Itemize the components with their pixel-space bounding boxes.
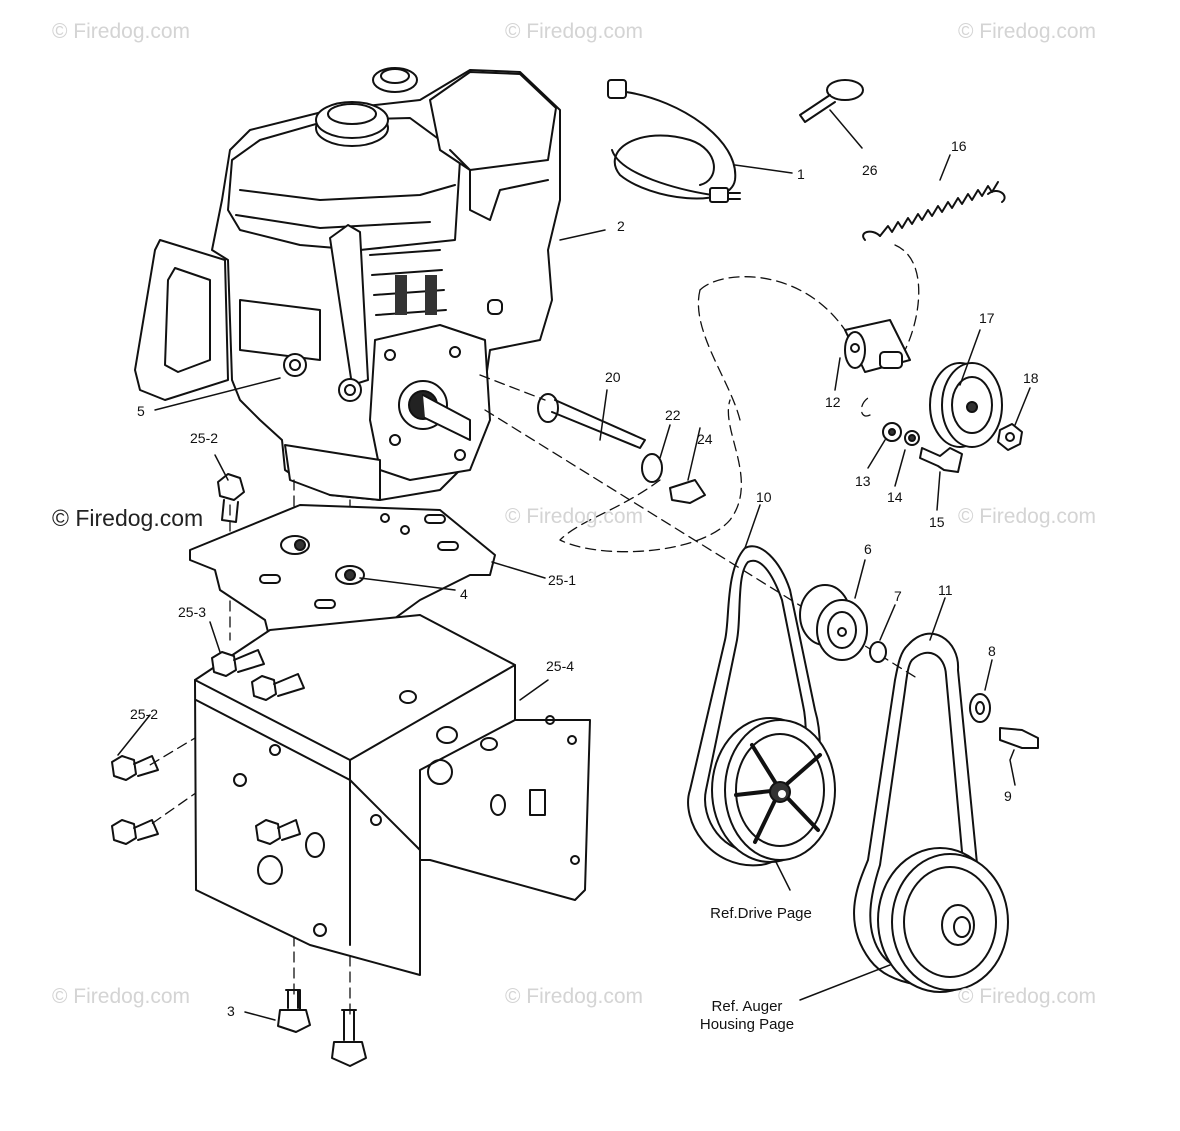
ref-auger-line2: Housing Page: [699, 1016, 795, 1033]
callout-6: 6: [864, 541, 872, 557]
bolts-25-2-lower: [111, 755, 301, 845]
callout-18: 18: [1023, 370, 1039, 386]
callout-11: 11: [938, 582, 953, 598]
callout-25-4: 25-4: [546, 658, 575, 674]
callout-4: 4: [460, 586, 468, 602]
watermark: © Firedog.com: [958, 505, 1097, 528]
engine: [211, 67, 561, 501]
extension-cord: [607, 79, 741, 203]
mounting-plate-25-1: [189, 504, 496, 641]
callout-17: 17: [979, 310, 995, 326]
callout-16: 16: [951, 138, 967, 154]
ref-auger-housing-page: Ref. Auger Housing Page: [686, 998, 808, 1034]
watermark: © Firedog.com: [958, 20, 1097, 43]
callout-9: 9: [1004, 788, 1012, 804]
callout-24: 24: [697, 431, 713, 447]
callout-10: 10: [756, 489, 772, 505]
bolts-3: [277, 989, 367, 1067]
belt-11: [853, 632, 987, 987]
callout-25-2: 25-2: [190, 430, 219, 446]
ref-auger-line1: Ref. Auger: [711, 998, 783, 1015]
drive-pulley: [711, 717, 836, 863]
callout-3: 3: [227, 1003, 235, 1019]
washer-and-bolt: [969, 693, 1039, 749]
callout-7: 7: [894, 588, 902, 604]
engine-handle: [134, 239, 229, 401]
watermark-highlighted: © Firedog.com: [52, 505, 204, 531]
callout-1: 1: [797, 166, 805, 182]
bolts-25-3: [211, 649, 305, 701]
callout-25-3: 25-3: [178, 604, 207, 620]
pulley-6: [799, 584, 887, 663]
callout-2: 2: [617, 218, 625, 234]
ref-drive-text: Ref.Drive Page: [710, 905, 812, 922]
callout-20: 20: [605, 369, 621, 385]
callout-22: 22: [665, 407, 681, 423]
leader-lines: [117, 109, 1031, 1021]
callout-14: 14: [887, 489, 903, 505]
ignition-key: [799, 79, 864, 123]
callout-26: 26: [862, 162, 878, 178]
callout-8: 8: [988, 643, 996, 659]
watermark: © Firedog.com: [505, 985, 644, 1008]
bolt-25-2-top: [217, 473, 245, 523]
watermark: © Firedog.com: [52, 985, 191, 1008]
auger-pulley: [877, 847, 1009, 993]
callout-5: 5: [137, 403, 145, 419]
shaft-hardware: [537, 393, 706, 504]
watermark: © Firedog.com: [52, 20, 191, 43]
watermark: © Firedog.com: [505, 505, 644, 528]
callout-12: 12: [825, 394, 841, 410]
callout-15: 15: [929, 514, 945, 530]
ref-drive-page: Ref.Drive Page: [700, 905, 822, 923]
spring: [862, 181, 1006, 241]
frame-25-4: [194, 614, 591, 976]
watermark: © Firedog.com: [505, 20, 644, 43]
callout-13: 13: [855, 473, 871, 489]
callout-25-2: 25-2: [130, 706, 159, 722]
idler-assembly: [844, 319, 1023, 473]
watermark: © Firedog.com: [958, 985, 1097, 1008]
callout-25-1: 25-1: [548, 572, 577, 588]
